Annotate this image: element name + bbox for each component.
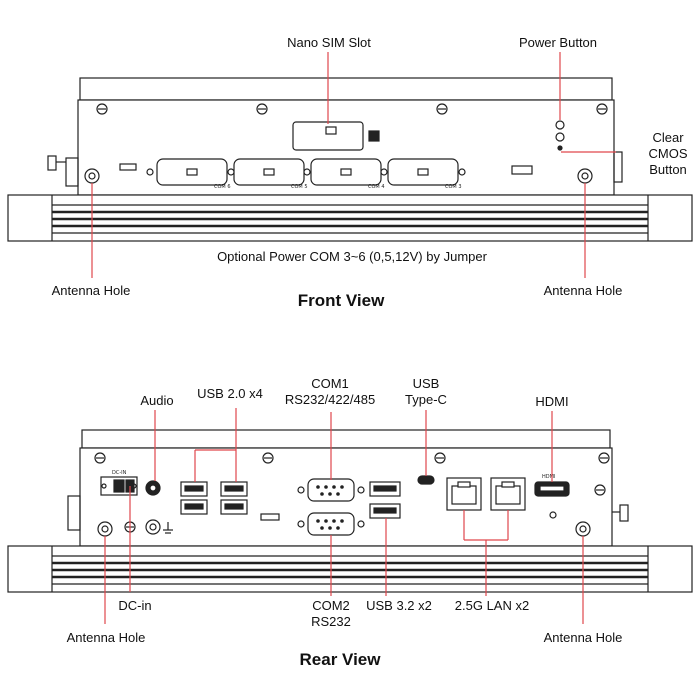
usb-typec-line: USB bbox=[412, 376, 440, 391]
clear-cmos-line: CMOS bbox=[648, 146, 688, 161]
audio-label: Audio bbox=[140, 393, 174, 408]
antenna-hole-label-rear-left: Antenna Hole bbox=[66, 630, 146, 645]
lan-label: 2.5G LAN x2 bbox=[454, 598, 530, 613]
antenna-hole-label-front-right: Antenna Hole bbox=[543, 283, 623, 298]
antenna-hole-label-front-left: Antenna Hole bbox=[51, 283, 131, 298]
rear-slot bbox=[260, 513, 280, 521]
rear-rail bbox=[7, 545, 693, 593]
com1-port-shape bbox=[297, 478, 365, 502]
nano-sim-slot-shape bbox=[292, 121, 380, 151]
port-tag: COM 5 bbox=[291, 184, 308, 190]
clear-cmos-line: Button bbox=[649, 162, 687, 177]
antenna-hole-label-rear-right: Antenna Hole bbox=[543, 630, 623, 645]
dc-in-label: DC-in bbox=[118, 598, 152, 613]
audio-jack-shape bbox=[145, 480, 161, 496]
port-tag: COM 4 bbox=[368, 184, 385, 190]
com-power-note: Optional Power COM 3~6 (0,5,12V) by Jump… bbox=[217, 249, 487, 264]
com2-label: COM2 RS232 bbox=[311, 598, 351, 630]
front-port-tags: COM 6 COM 5 COM 4 COM 3 bbox=[214, 184, 462, 190]
com2-port-shape bbox=[297, 512, 365, 536]
clear-cmos-line: Clear bbox=[652, 130, 684, 145]
front-view-title: Front View bbox=[297, 291, 385, 310]
com1-label: COM1 RS232/422/485 bbox=[285, 376, 375, 408]
ground-symbol bbox=[145, 519, 173, 535]
rear-view-title: Rear View bbox=[299, 650, 381, 669]
dc-in-tag: DC-IN bbox=[112, 470, 127, 476]
port-tag: COM 3 bbox=[445, 184, 462, 190]
usb-typec-line: Type-C bbox=[405, 392, 447, 407]
rear-antenna-holes bbox=[97, 521, 591, 537]
front-led-slot bbox=[119, 163, 137, 171]
power-button-shape bbox=[555, 120, 565, 151]
com2-line: COM2 bbox=[312, 598, 350, 613]
clear-cmos-label: Clear CMOS Button bbox=[649, 130, 688, 178]
com1-line: COM1 bbox=[311, 376, 349, 391]
lan-ports-shape bbox=[446, 477, 526, 511]
power-button-label: Power Button bbox=[518, 35, 598, 50]
usb2-label: USB 2.0 x4 bbox=[197, 386, 263, 401]
usb-typec-shape bbox=[417, 475, 435, 485]
hdmi-label: HDMI bbox=[535, 394, 569, 409]
usb32-label: USB 3.2 x2 bbox=[366, 598, 432, 613]
front-port-screws bbox=[146, 168, 466, 176]
com1-line: RS232/422/485 bbox=[284, 392, 376, 407]
dc-in-connector bbox=[100, 476, 138, 496]
front-slot bbox=[511, 165, 533, 175]
front-rail bbox=[7, 194, 693, 242]
usb-typec-label: USB Type-C bbox=[405, 376, 447, 408]
usb32-ports-shape bbox=[369, 481, 401, 519]
rear-indicator bbox=[549, 511, 557, 519]
nano-sim-label: Nano SIM Slot bbox=[287, 35, 371, 50]
com2-line: RS232 bbox=[311, 614, 351, 629]
front-screw bbox=[96, 103, 608, 115]
hdmi-port-shape bbox=[534, 481, 570, 497]
port-tag: COM 6 bbox=[214, 184, 231, 190]
hdmi-tag: HDMI bbox=[542, 474, 555, 480]
front-com-ports bbox=[156, 158, 459, 186]
usb2-ports-shape bbox=[180, 481, 248, 515]
callout-lines bbox=[91, 52, 616, 624]
